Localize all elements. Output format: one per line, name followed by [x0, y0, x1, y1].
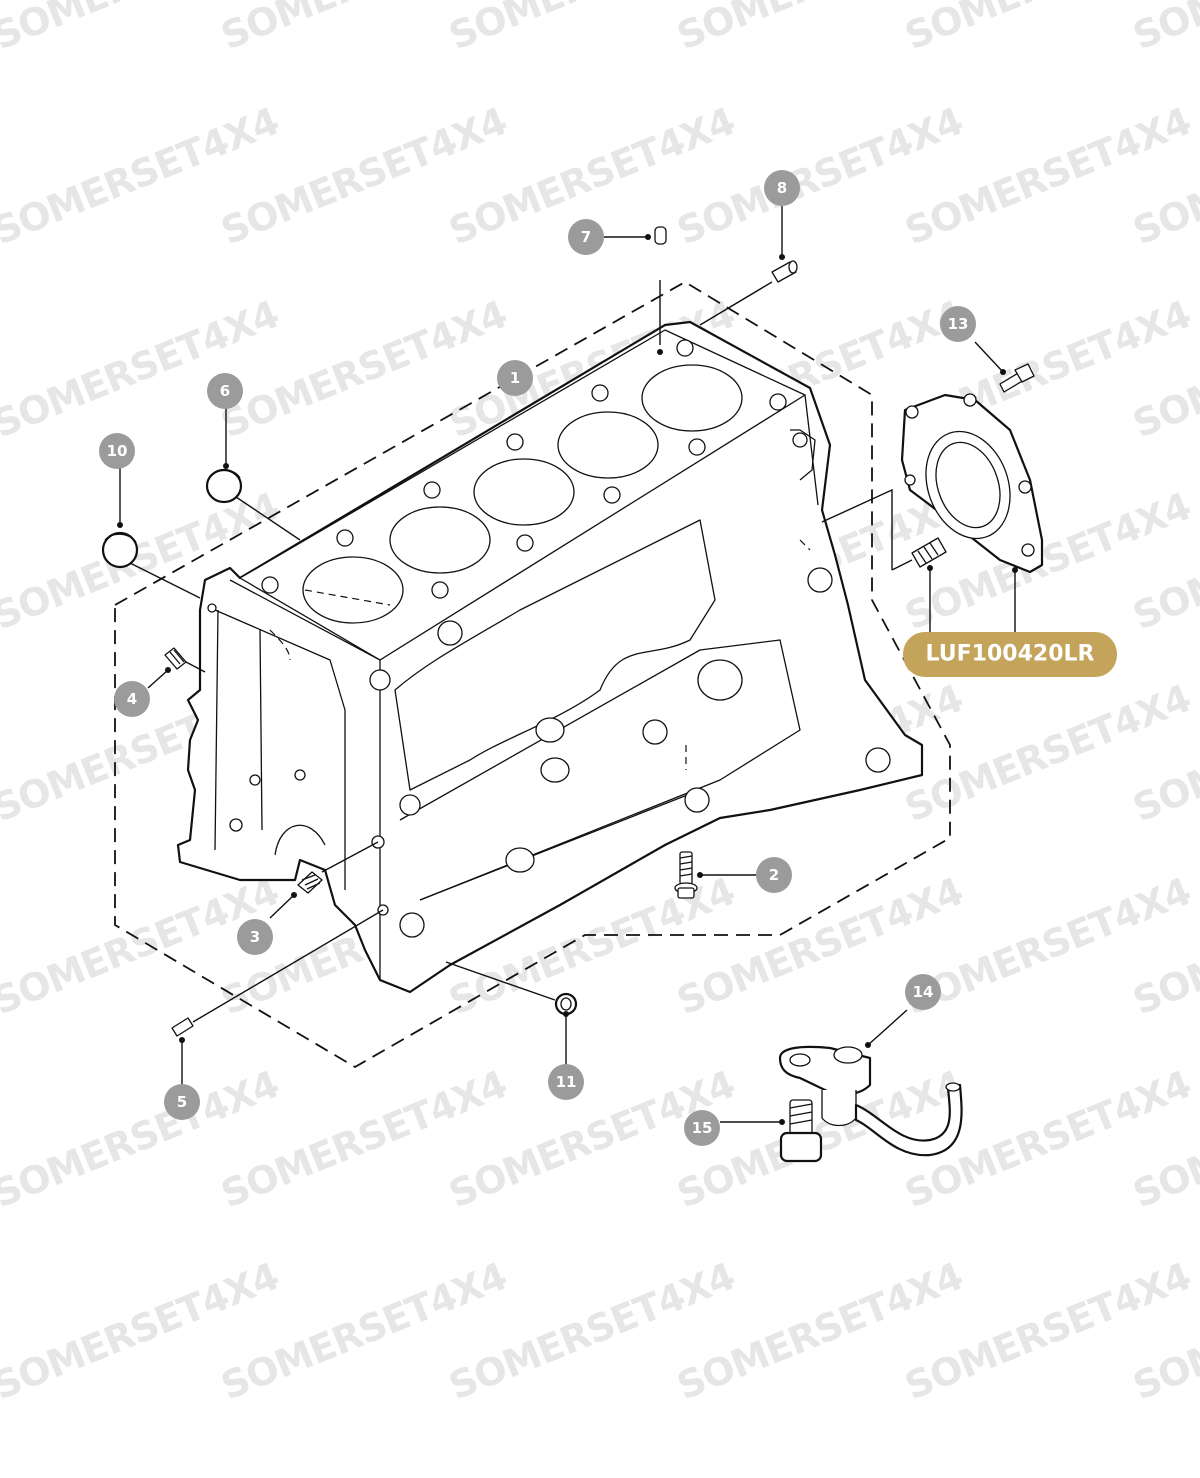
cylinder-block[interactable] — [176, 320, 924, 994]
part-6-core-plug[interactable] — [205, 468, 243, 504]
svg-text:4: 4 — [127, 690, 137, 708]
callout-11[interactable]: 11 — [548, 1064, 584, 1100]
rear-seal-housing[interactable] — [900, 393, 1044, 574]
part-10-core-plug[interactable] — [101, 531, 139, 569]
callout-6[interactable]: 6 — [207, 373, 243, 409]
part-4-plug[interactable] — [164, 647, 187, 670]
leader-lines — [119, 206, 1016, 1123]
callout-14[interactable]: 14 — [905, 974, 941, 1010]
callout-7[interactable]: 7 — [568, 219, 604, 255]
block-assembly-dashed-outline — [114, 280, 951, 1069]
svg-text:5: 5 — [177, 1093, 187, 1111]
part-8-dowel[interactable] — [771, 260, 798, 283]
callout-2[interactable]: 2 — [756, 857, 792, 893]
head-bolt-bosses — [261, 339, 787, 599]
svg-text:10: 10 — [107, 442, 128, 460]
leader-dots — [117, 234, 1018, 1125]
svg-text:11: 11 — [556, 1073, 577, 1091]
callout-8[interactable]: 8 — [764, 170, 800, 206]
svg-text:15: 15 — [692, 1119, 713, 1137]
seal-housing-plug[interactable] — [911, 537, 947, 568]
callout-15[interactable]: 15 — [684, 1110, 720, 1146]
svg-text:13: 13 — [948, 315, 969, 333]
callout-3[interactable]: 3 — [237, 919, 273, 955]
svg-text:1: 1 — [510, 369, 520, 387]
svg-text:14: 14 — [913, 983, 934, 1001]
watermark-text: SOMERSET4X4 — [1127, 0, 1200, 58]
svg-text:6: 6 — [220, 382, 230, 400]
part-11-sleeve[interactable] — [554, 992, 578, 1016]
part-number-badge[interactable]: LUF100420LR — [903, 632, 1117, 677]
svg-text:3: 3 — [250, 928, 260, 946]
part-number-text: LUF100420LR — [926, 642, 1095, 667]
part-13-bolt[interactable] — [999, 363, 1035, 393]
callout-1[interactable]: 1 — [497, 360, 533, 396]
part-2-bolt[interactable] — [674, 851, 698, 899]
part-14-oil-jet[interactable] — [778, 1045, 963, 1157]
callout-4[interactable]: 4 — [114, 681, 150, 717]
svg-text:7: 7 — [581, 228, 591, 246]
svg-text:8: 8 — [777, 179, 787, 197]
callout-10[interactable]: 10 — [99, 433, 135, 469]
svg-text:2: 2 — [769, 866, 779, 884]
part-5-dowel[interactable] — [171, 1017, 194, 1037]
callout-5[interactable]: 5 — [164, 1084, 200, 1120]
part-3-plug[interactable] — [297, 871, 323, 894]
part-7-dowel[interactable] — [654, 226, 667, 245]
callout-13[interactable]: 13 — [940, 306, 976, 342]
part-15-bolt[interactable] — [779, 1099, 823, 1163]
